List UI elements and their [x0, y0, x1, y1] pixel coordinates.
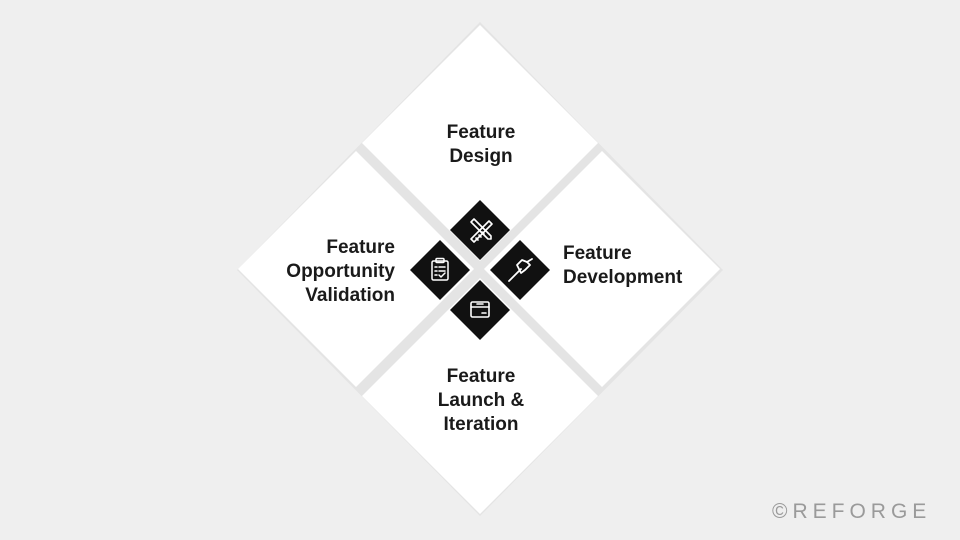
tile-validation	[410, 240, 470, 300]
pencil-ruler-icon	[470, 218, 493, 243]
hammer-icon	[508, 258, 533, 282]
stage-label-line: Development	[563, 267, 683, 288]
diagram-background-diamond	[237, 22, 723, 516]
stage-label-line: Validation	[305, 285, 395, 306]
stage-label-validation: Feature Opportunity Validation	[252, 236, 395, 308]
quadrant-development	[484, 151, 720, 387]
box-icon	[470, 301, 490, 318]
stage-label-line: Feature	[326, 237, 395, 258]
stage-label-line: Design	[449, 146, 513, 167]
tile-development	[490, 240, 550, 300]
clipboard-checklist-icon	[431, 257, 449, 281]
stage-label-design: Feature Design	[400, 121, 562, 169]
quadrant-launch	[362, 278, 598, 514]
stage-label-line: Opportunity	[286, 261, 395, 282]
stage-label-development: Feature Development	[563, 242, 682, 290]
quadrant-validation	[238, 151, 474, 387]
tile-launch	[450, 280, 510, 340]
stage-label-line: Feature	[446, 122, 516, 143]
tile-design	[450, 200, 510, 260]
stage-label-launch: Feature Launch & Iteration	[400, 365, 562, 437]
quadrant-design	[362, 25, 598, 261]
stage-label-line: Iteration	[443, 414, 519, 435]
stage-label-line: Feature	[446, 366, 516, 387]
reforge-logo: ©REFORGE	[772, 500, 932, 523]
stage-label-line: Feature	[563, 243, 632, 264]
stage-label-line: Launch &	[437, 390, 525, 411]
